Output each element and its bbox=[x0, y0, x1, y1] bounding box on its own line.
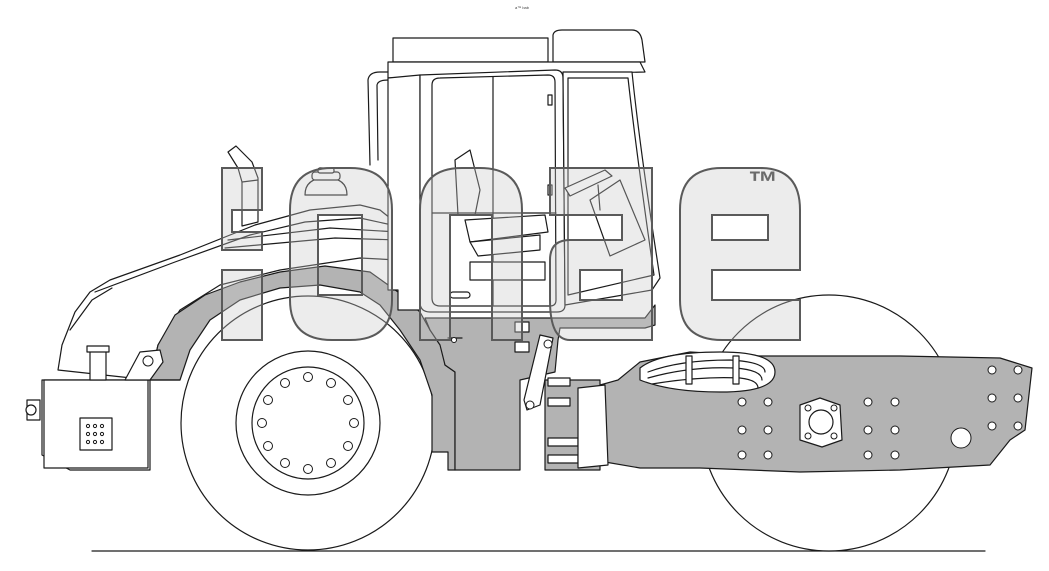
rear-frame bbox=[25, 345, 181, 471]
top-label: a™ bab bbox=[515, 5, 530, 10]
trademark-symbol: ™ bbox=[748, 166, 778, 199]
frame-holes bbox=[737, 365, 1023, 460]
rear-grille-holes bbox=[85, 423, 105, 445]
wheel-bolts bbox=[257, 372, 359, 474]
watermark-logo: ™ bbox=[221, 166, 801, 341]
rear-wheel bbox=[180, 295, 436, 551]
exhaust-pipe bbox=[227, 145, 259, 227]
drum-frame bbox=[577, 351, 1033, 473]
cab bbox=[367, 29, 661, 313]
filler-cap bbox=[304, 167, 348, 196]
